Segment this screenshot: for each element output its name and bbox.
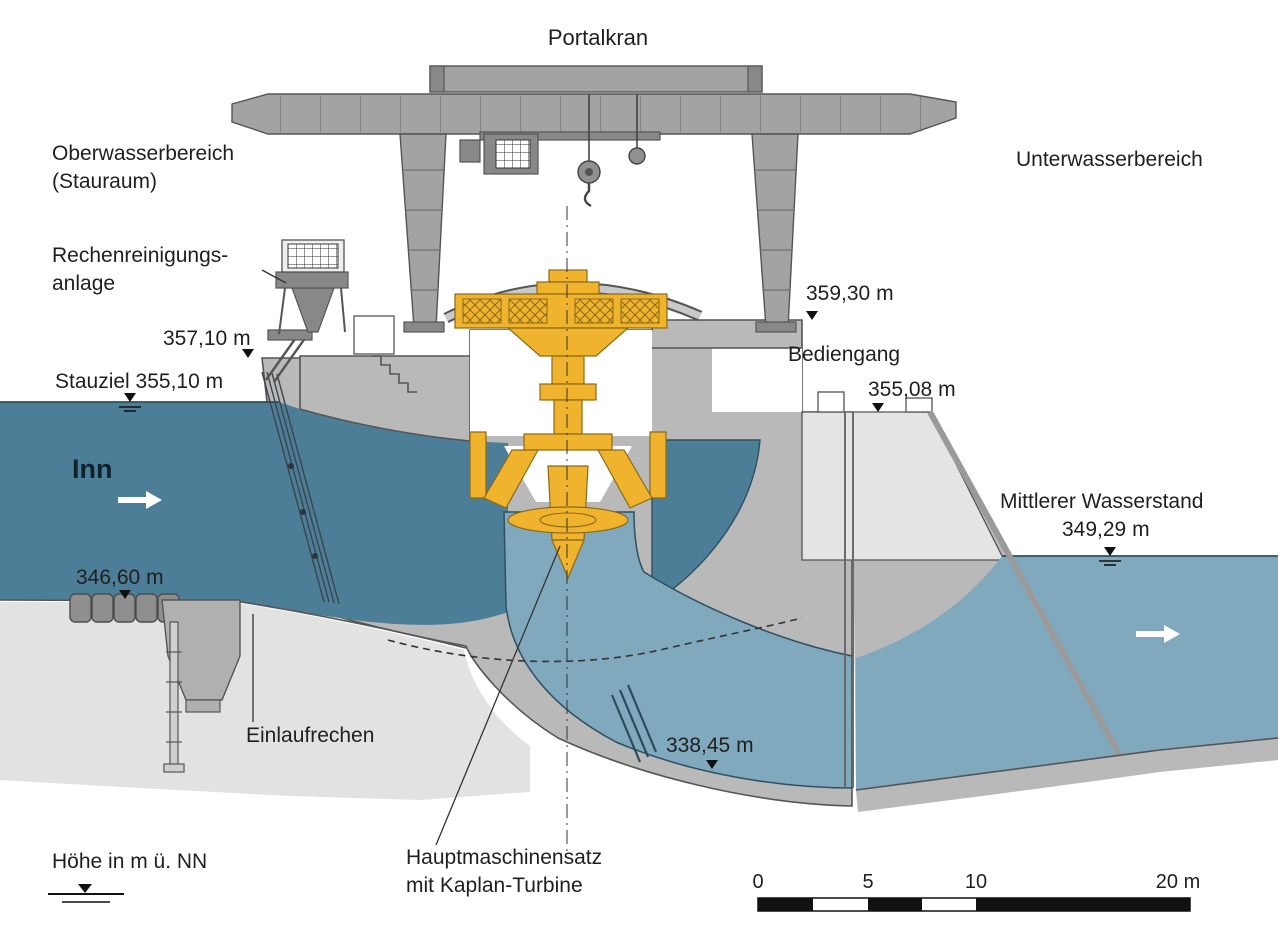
generator-cap [548, 269, 588, 283]
bediengang-opening [712, 348, 802, 412]
marker-338-45 [706, 760, 718, 769]
excavation-dashed-line [387, 617, 803, 663]
stay-vane-left [483, 449, 540, 509]
label-portalkran: Portalkran [548, 25, 648, 50]
label-mittlerer-1: Mittlerer Wasserstand [1000, 490, 1203, 513]
label-hauptmaschinensatz-1: Hauptmaschinensatz [406, 846, 602, 869]
runner-blades [507, 506, 629, 534]
runner-cone [551, 539, 585, 580]
bediengang-parapet [817, 391, 845, 413]
stay-vane-right [596, 449, 653, 509]
label-elev-346-60: 346,60 m [76, 566, 164, 589]
crane-hook-icon [583, 183, 592, 208]
hook-pulley-aux [628, 147, 646, 165]
machine-window-grid [288, 244, 338, 268]
label-stauziel: Stauziel 355,10 m [55, 370, 223, 393]
control-cabinet [353, 315, 395, 355]
marker-346-60 [119, 590, 131, 599]
marker-355-08 [872, 403, 884, 412]
scale-tick-10: 10 [965, 871, 987, 893]
sheet-pile-wall [163, 621, 185, 773]
gantry-crane [231, 65, 957, 333]
flow-arrow-upstream [118, 491, 162, 509]
stator-winding-hatch [462, 298, 660, 324]
downstream-bed-line [855, 737, 1278, 791]
label-oberwasserbereich-1: Oberwasserbereich [52, 142, 234, 165]
label-elev-355-08: 355,08 m [868, 378, 956, 401]
label-rechenreinigung-1: Rechenreinigungs- [52, 244, 228, 267]
draft-tube-joint-lines [610, 684, 658, 763]
marker-357-10 [242, 349, 254, 358]
upper-shaft [551, 355, 585, 385]
scale-tick-20: 20 m [1156, 871, 1200, 893]
draft-tube-water [503, 511, 853, 789]
label-bediengang: Bediengang [788, 343, 900, 366]
label-hoehe-datum: Höhe in m ü. NN [52, 850, 207, 873]
leader-rack-cleaner [261, 269, 287, 284]
upstream-water [0, 402, 508, 625]
stilling-apron [161, 599, 241, 701]
main-machine-set [454, 269, 668, 580]
crane-leg-left [399, 133, 447, 329]
head-cover [523, 433, 613, 451]
label-rechenreinigung-2: anlage [52, 272, 115, 295]
marker-359-30 [806, 311, 818, 320]
datum-symbol [48, 884, 124, 903]
rack-cleaning-machine [265, 239, 349, 383]
label-oberwasserbereich-2: (Stauraum) [52, 170, 157, 193]
girder-panels [252, 96, 938, 132]
rack-cleaner-hooks [288, 463, 318, 559]
trolley-frame [479, 131, 661, 141]
elevation-markers [48, 311, 1121, 903]
scale-bar [757, 897, 1191, 912]
label-inn-river: Inn [72, 454, 113, 484]
crane-leg-right [751, 133, 799, 329]
marker-349-29 [1099, 547, 1121, 566]
marker-stauziel [119, 393, 141, 412]
scale-tick-0: 0 [752, 871, 763, 893]
label-unterwasserbereich: Unterwasserbereich [1016, 148, 1203, 171]
label-einlaufrechen: Einlaufrechen [246, 724, 374, 747]
crane-top-beam [429, 65, 763, 93]
intake-headworks [299, 355, 471, 442]
stairs [372, 355, 417, 393]
label-mittlerer-2: 349,29 m [1062, 518, 1150, 541]
scale-tick-5: 5 [862, 871, 873, 893]
upstream-bed-line [0, 599, 467, 649]
label-elev-359-30: 359,30 m [806, 282, 894, 305]
label-hauptmaschinensatz-2: mit Kaplan-Turbine [406, 874, 583, 897]
draft-tube-gate-slot [844, 412, 854, 788]
apron-foot [185, 699, 221, 713]
shaft-coupling [539, 383, 597, 401]
intake-rack [261, 371, 340, 605]
riprap-blocks [69, 593, 180, 623]
stay-column-right [649, 431, 667, 499]
soil-left-bank [0, 602, 530, 800]
label-elev-338-45: 338,45 m [666, 734, 754, 757]
tailwater [856, 556, 1278, 790]
downstream-bed-band [856, 738, 1278, 812]
flow-arrow-downstream [1136, 625, 1180, 643]
wing-wall-slope [927, 410, 1123, 758]
label-elev-357-10: 357,10 m [163, 327, 251, 350]
leader-hauptmaschinensatz [435, 545, 561, 846]
stay-column-left [469, 431, 487, 499]
pier-top-box [905, 397, 933, 413]
turbine-shaft [553, 399, 583, 435]
thrust-bearing-bracket [506, 327, 630, 357]
